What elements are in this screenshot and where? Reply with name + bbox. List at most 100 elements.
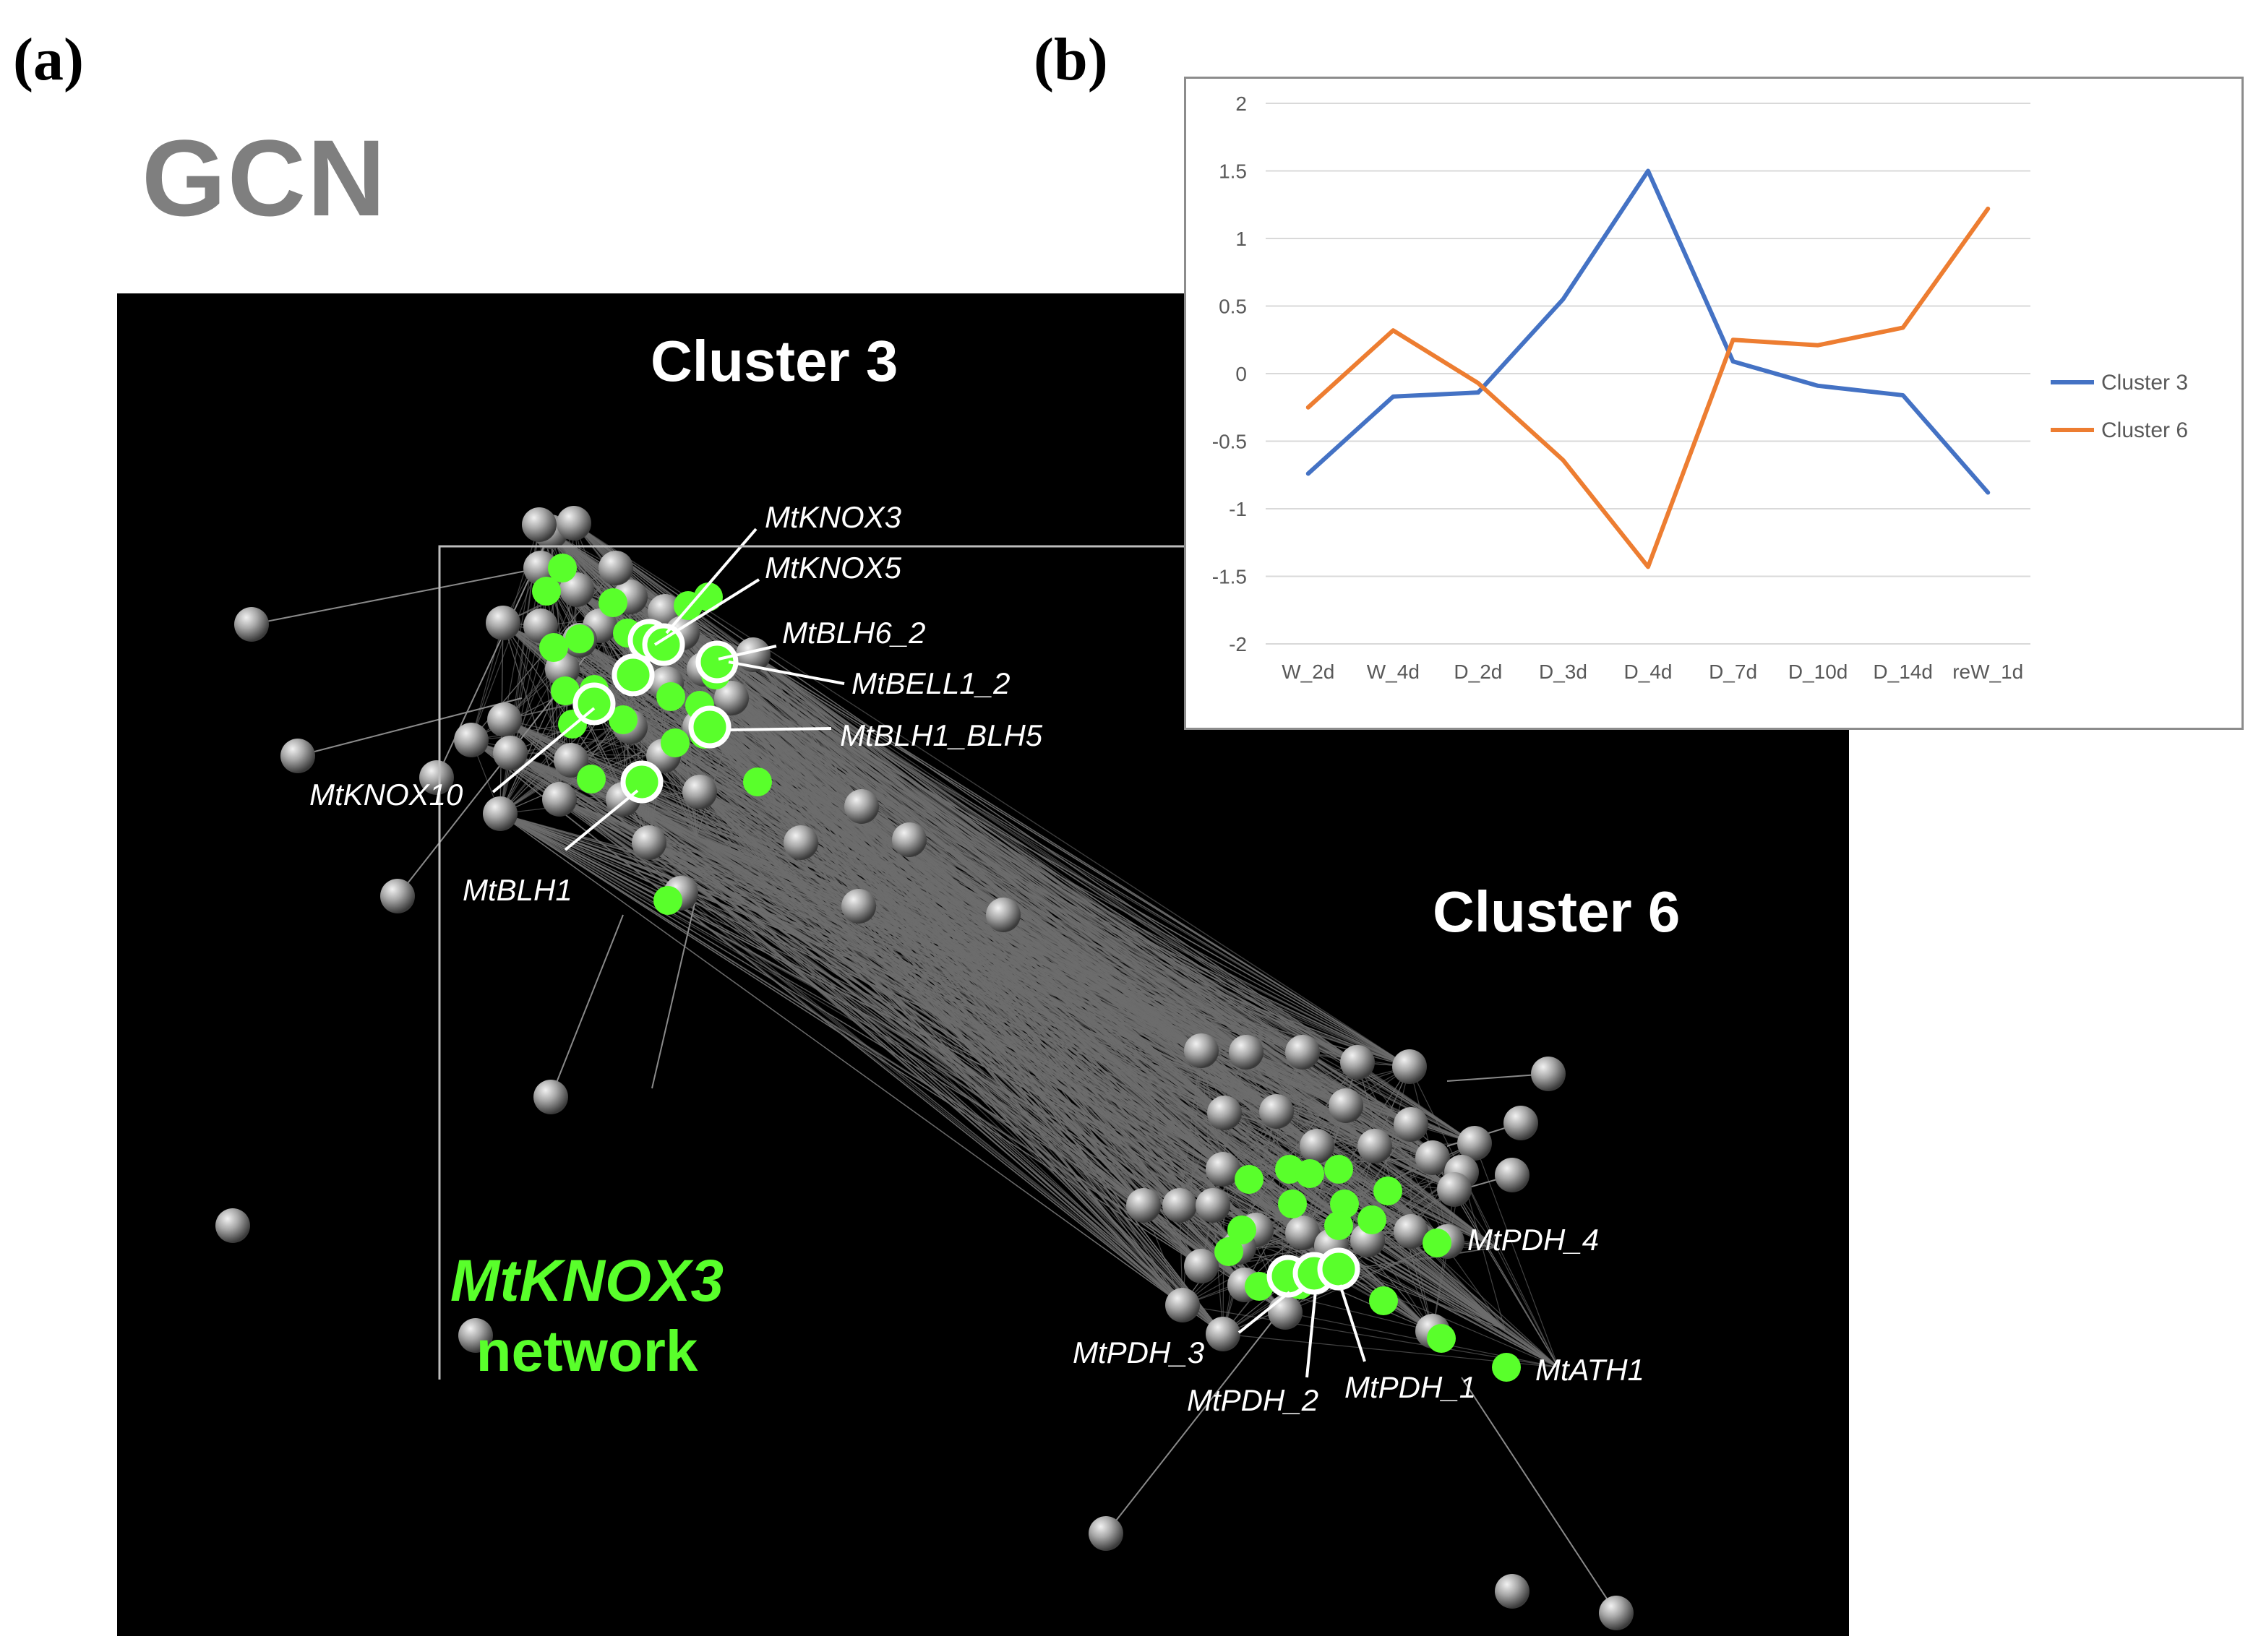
highlight-gene-node (1245, 1272, 1274, 1301)
labeled-gene-node (688, 705, 732, 749)
label-leader-lines (492, 528, 1366, 1378)
gene-label-mtpdh-1: MtPDH_1 (1344, 1370, 1477, 1404)
gene-node (1206, 1152, 1240, 1187)
inset-box-outline (438, 545, 1190, 1380)
highlight-gene-node (1330, 1189, 1359, 1218)
gene-node (1196, 1188, 1230, 1223)
highlight-gene-node (1423, 1229, 1451, 1257)
chart-x-tick-label: D_3d (1539, 661, 1587, 683)
gene-node (380, 879, 415, 913)
highlight-gene-node (1427, 1324, 1456, 1353)
gene-node (1300, 1129, 1334, 1163)
gene-node (1340, 1045, 1375, 1080)
labeled-gene-node (572, 682, 616, 726)
series-1-point (1732, 361, 1734, 363)
chart-x-tick-label: D_14d (1873, 661, 1933, 683)
gene-node (892, 822, 927, 857)
chart-x-tick-label: D_4d (1624, 661, 1673, 683)
network-nodes (215, 506, 1634, 1630)
series-2-point (1987, 207, 1989, 210)
gene-node (1495, 1158, 1530, 1192)
chart-y-tick-labels: 21.510.50-0.5-1-1.5-2 (1212, 93, 1247, 655)
gene-label-mtknox5: MtKNOX5 (765, 551, 902, 585)
gene-label-mtknox3: MtKNOX3 (765, 500, 902, 534)
gene-node (1394, 1107, 1428, 1142)
highlight-gene-node (661, 728, 690, 757)
gene-node (454, 723, 489, 757)
chart-y-tick-label: -1 (1229, 498, 1247, 520)
highlight-gene-node (656, 682, 685, 711)
highlight-gene-node (1369, 1286, 1398, 1315)
gene-node (1184, 1249, 1219, 1283)
gene-node (1503, 1106, 1538, 1140)
gene-label-mtbell1-2: MtBELL1_2 (851, 666, 1011, 700)
gene-node (841, 889, 876, 924)
chart-y-tick-label: -1.5 (1212, 566, 1247, 588)
series-1-point (1817, 384, 1819, 387)
series-2-point (1392, 330, 1394, 332)
gene-node (1268, 1295, 1303, 1330)
label-leader-line (728, 727, 832, 731)
gene-node (557, 506, 591, 541)
highlight-gene-node (577, 765, 606, 793)
gene-node (844, 789, 879, 824)
series-1-point (1902, 394, 1904, 396)
chart-y-tick-label: 0.5 (1219, 296, 1247, 318)
chart-x-tick-label: W_4d (1367, 661, 1420, 683)
label-leader-line (564, 789, 639, 851)
gene-label-mtpdh-2: MtPDH_2 (1187, 1383, 1319, 1417)
panel-label-b: (b) (1034, 26, 1108, 93)
gene-node (419, 760, 454, 795)
gene-label-mtpdh-3: MtPDH_3 (1073, 1335, 1205, 1369)
gene-node (1457, 1126, 1492, 1161)
legend-label: Cluster 3 (2101, 371, 2188, 395)
highlight-gene-node (743, 767, 772, 796)
network-caption-word: network (476, 1319, 698, 1383)
gene-node (542, 782, 577, 817)
chart-y-tick-label: 2 (1235, 93, 1247, 115)
gene-node (1599, 1596, 1634, 1630)
highlight-gene-node (1295, 1159, 1324, 1188)
series-2-point (1647, 566, 1649, 568)
gene-node (1126, 1188, 1161, 1223)
highlight-gene-node (1324, 1155, 1353, 1184)
gene-node (523, 551, 558, 585)
gene-label-mtblh1-blh5: MtBLH1_BLH5 (840, 718, 1043, 752)
gene-label-mtknox10: MtKNOX10 (309, 778, 463, 812)
label-leader-line (1339, 1284, 1366, 1362)
label-leader-line (492, 707, 596, 793)
gene-node (1357, 1129, 1392, 1163)
chart-series-lines (1305, 168, 1991, 569)
gene-node (1437, 1172, 1472, 1207)
chart-y-tick-label: -2 (1229, 633, 1247, 655)
gene-node (458, 1318, 493, 1353)
label-leader-line (1237, 1291, 1291, 1334)
gene-node (784, 825, 818, 860)
chart-x-tick-label: W_2d (1282, 661, 1334, 683)
gene-node (1495, 1574, 1530, 1609)
series-1-point (1647, 170, 1649, 172)
gene-node (1415, 1140, 1450, 1175)
cluster-3-title: Cluster 3 (651, 329, 898, 393)
chart-y-tick-label: 0 (1235, 363, 1247, 385)
series-1-point (1562, 298, 1564, 301)
highlight-gene-node (609, 705, 638, 734)
network-caption-gene: MtKNOX3 (450, 1248, 724, 1314)
label-leader-line (718, 645, 777, 661)
series-1-point (1987, 491, 1989, 494)
gene-node (632, 825, 666, 860)
highlight-gene-node (1214, 1237, 1243, 1266)
gene-node (1162, 1188, 1197, 1223)
gene-node (1329, 1088, 1363, 1123)
panel-label-a: (a) (13, 26, 84, 93)
gene-label-mtpdh-4: MtPDH_4 (1467, 1223, 1600, 1257)
highlight-gene-node (539, 633, 568, 662)
labeled-gene-node (1317, 1247, 1360, 1291)
chart-x-tick-label: D_2d (1454, 661, 1502, 683)
gene-node (986, 898, 1021, 932)
gene-node (682, 775, 717, 809)
gene-node (554, 743, 588, 778)
series-1-point (1307, 473, 1309, 475)
gene-node (487, 702, 522, 737)
highlight-gene-node (1373, 1176, 1402, 1205)
